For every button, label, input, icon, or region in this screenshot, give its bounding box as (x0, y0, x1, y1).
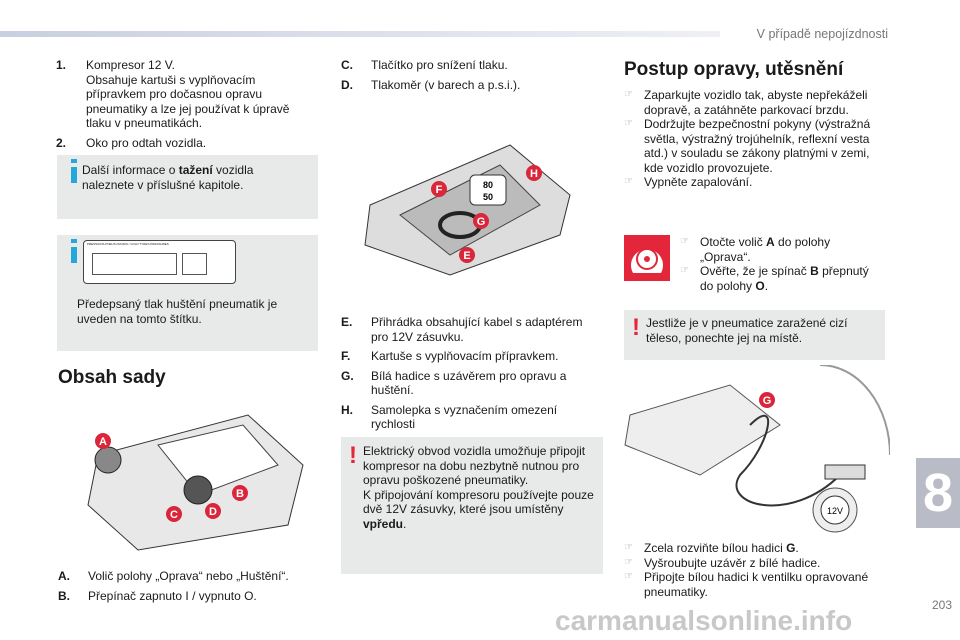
warning-icon: ! (632, 314, 640, 341)
repair-mode-icon (624, 235, 670, 281)
tag-a: A (95, 433, 111, 449)
tag-b: B (232, 485, 248, 501)
socket-12v: 12V (812, 487, 858, 533)
warning-text: Jestliže je v pneumatice zaražené cizí t… (646, 316, 848, 345)
warning-box-foreign-object: ! Jestliže je v pneumatice zaražené cizí… (624, 310, 885, 360)
svg-text:50: 50 (483, 192, 493, 202)
intro-list: 1. Kompresor 12 V.Obsahuje kartuši s vypl… (56, 58, 318, 150)
tag-c: C (166, 506, 182, 522)
item-text: Kompresor 12 V. (86, 58, 175, 72)
info-box-pressure: PRESSIONS PNEUS FROIDS / COLD TYRES PRES… (57, 235, 318, 351)
section-title: V případě nepojízdnosti (756, 27, 888, 41)
section-heading-kit: Obsah sady (58, 367, 166, 388)
step-item: ☞Zcela rozviňte bílou hadici G. (624, 541, 799, 555)
list-item: G.Bílá hadice s uzávěrem pro opravu a hu… (341, 368, 567, 398)
list-item: F.Kartuše s vyplňovacím přípravkem. (341, 349, 559, 363)
svg-text:H: H (530, 168, 538, 180)
steps-mode: ☞Otočte volič A do polohy „Oprava“. ☞Ově… (680, 235, 880, 293)
warning-text: Elektrický obvod vozidla umožňuje připoj… (363, 444, 594, 531)
svg-text:B: B (236, 488, 244, 500)
list-item: B.Přepínač zapnuto I / vypnuto O. (58, 588, 257, 603)
parts-list-ab: A.Volič polohy „Oprava“ nebo „Huštění“. … (58, 569, 320, 603)
tag-h: H (526, 165, 542, 181)
step-item: ☞Ověřte, že je spínač B přepnutý do polo… (680, 264, 869, 293)
list-item: C.Tlačítko pro snížení tlaku. (341, 58, 508, 72)
info-box-towing: Další informace o tažení vozidla nalezne… (57, 155, 318, 219)
step-item: ☞Zaparkujte vozidlo tak, abyste nepřekáž… (624, 88, 868, 117)
steps-prepare: ☞Zaparkujte vozidlo tak, abyste nepřekáž… (624, 88, 886, 190)
steps-hose: ☞Zcela rozviňte bílou hadici G. ☞Vyšroub… (624, 541, 886, 599)
step-item: ☞Vypněte zapalování. (624, 175, 753, 189)
item-text: Oko pro odtah vozidla. (86, 135, 207, 150)
svg-text:C: C (170, 509, 178, 521)
page-number: 203 (931, 598, 952, 612)
parts-list-efgh: E.Přihrádka obsahující kabel s adaptérem… (341, 315, 603, 432)
svg-text:80: 80 (483, 180, 493, 190)
header-bar (0, 31, 720, 37)
tag-g: G (473, 213, 489, 229)
svg-text:E: E (463, 250, 470, 262)
step-item: ☞Připojte bílou hadici k ventilku opravo… (624, 570, 869, 599)
compressor-illustration: A B C D (78, 405, 308, 555)
section-heading-repair: Postup opravy, utěsnění (624, 59, 844, 80)
svg-text:G: G (477, 216, 486, 228)
parts-list-cd: C.Tlačítko pro snížení tlaku. D.Tlakoměr… (341, 58, 603, 92)
tag-e: E (459, 247, 475, 263)
svg-text:A: A (99, 436, 107, 448)
list-item: H.Samolepka s vyznačením omezení rychlos… (341, 402, 558, 432)
step-item: ☞Otočte volič A do polohy „Oprava“. (680, 235, 831, 264)
list-item: 2. Oko pro odtah vozidla. (56, 136, 318, 151)
warning-icon: ! (349, 442, 357, 469)
item-number: 1. (56, 58, 67, 72)
tag-f: F (431, 181, 447, 197)
item-text: Obsahuje kartuši s vyplňovacím přípravke… (86, 72, 290, 131)
tag-g: G (759, 392, 775, 408)
list-item: A.Volič polohy „Oprava“ nebo „Huštění“. (58, 569, 289, 583)
tyre-pressure-label-image: PRESSIONS PNEUS FROIDS / COLD TYRES PRES… (83, 240, 236, 284)
list-item: E.Přihrádka obsahující kabel s adaptérem… (341, 315, 583, 344)
info-text: Předepsaný tlak huštění pneumatik je uve… (77, 297, 278, 326)
list-item: D.Tlakoměr (v barech a p.s.i.). (341, 77, 521, 92)
step-item: ☞Vyšroubujte uzávěr z bílé hadice. (624, 555, 821, 570)
warning-box-electrical: ! Elektrický obvod vozidla umožňuje přip… (341, 437, 603, 574)
step-item: ☞Dodržujte bezpečnostní pokyny (výstražn… (624, 117, 871, 175)
svg-text:G: G (763, 395, 772, 407)
tag-d: D (205, 503, 221, 519)
info-text: Další informace o tažení vozidla nalezne… (82, 163, 254, 192)
chapter-tab: 8 (916, 458, 960, 528)
info-icon (71, 239, 77, 263)
info-icon (71, 159, 77, 183)
list-item: 1. Kompresor 12 V.Obsahuje kartuši s vypl… (56, 58, 318, 131)
item-number: 2. (56, 135, 67, 150)
svg-text:12V: 12V (827, 506, 843, 516)
svg-text:D: D (209, 506, 217, 518)
svg-text:F: F (436, 184, 443, 196)
watermark: carmanualsonline.info (555, 605, 853, 636)
hose-connection-illustration: G 12V (624, 365, 890, 533)
